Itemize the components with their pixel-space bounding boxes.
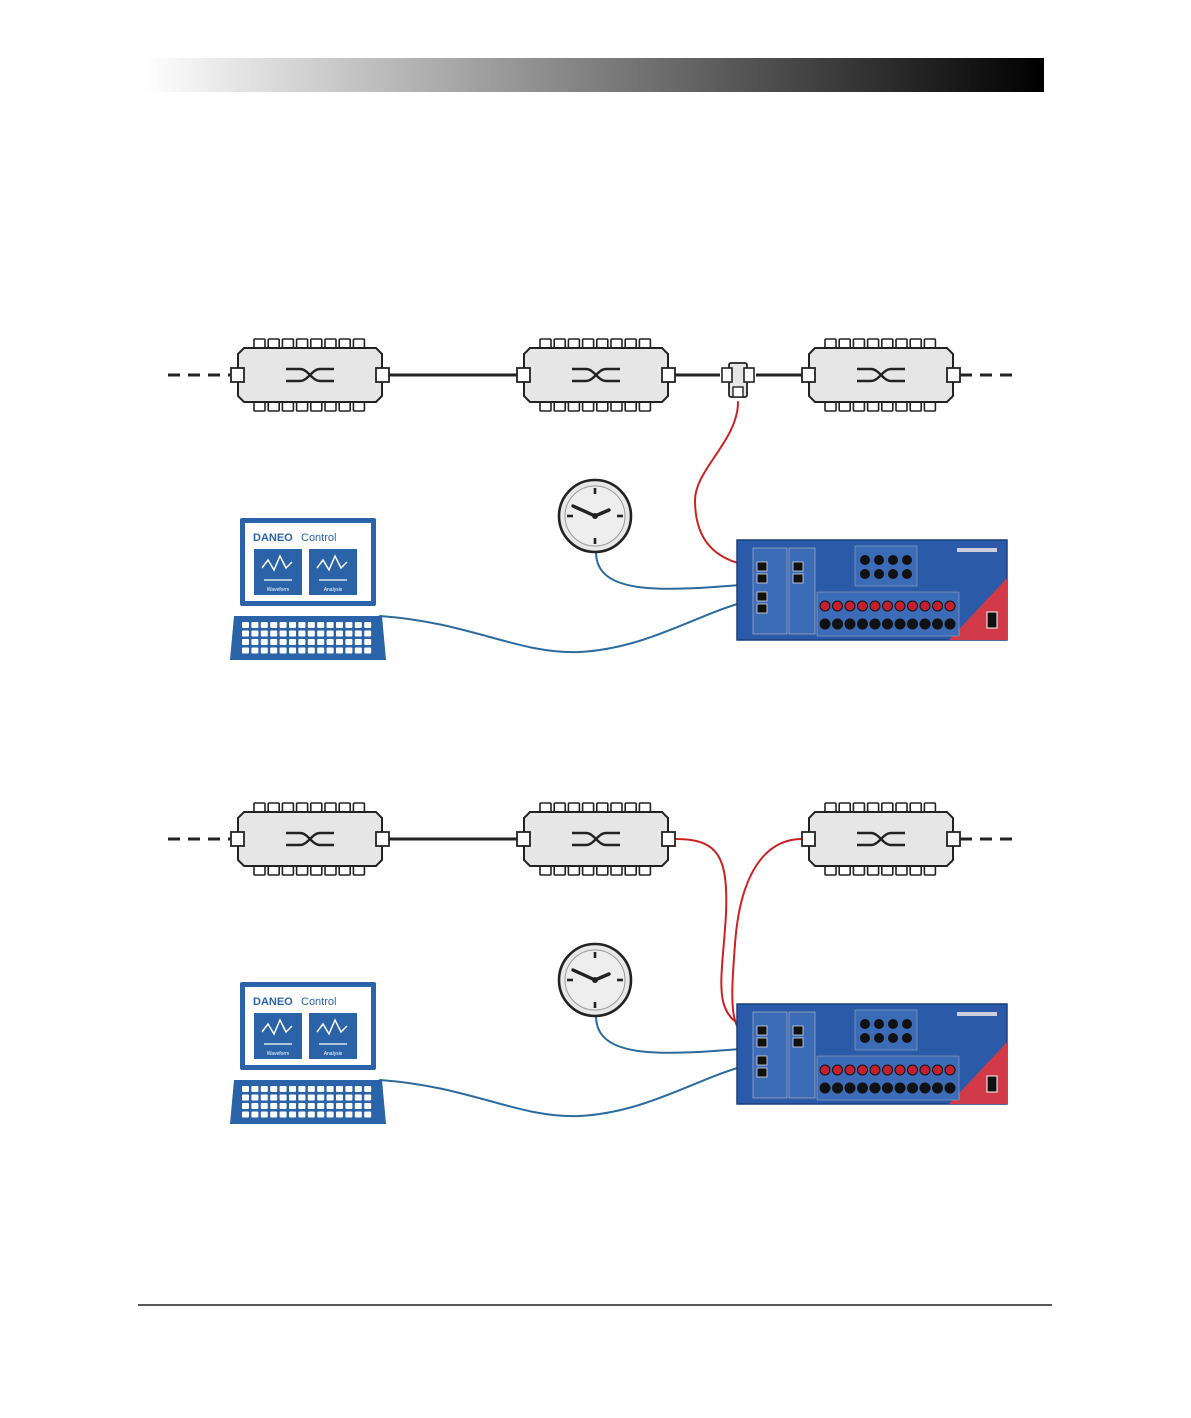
ethernet-switch-icon [517,339,675,411]
blue-cable [596,552,752,589]
clock-icon [559,944,631,1016]
ethernet-switch-icon [231,803,389,875]
rj45-port-icon [757,592,767,601]
app-tile-label: Analysis [324,587,343,593]
app-tile-label: Waveform [267,1051,290,1057]
rj45-port-icon [793,1038,803,1047]
red-cable [676,839,752,1030]
app-tile-analysis: Analysis [309,1013,357,1059]
app-tile-waveform: Waveform [254,1013,302,1059]
ethernet-switch-icon [802,803,960,875]
power-switch-icon [987,1076,997,1092]
ethernet-switch-icon [231,339,389,411]
app-tile-label: Waveform [267,587,290,593]
rj45-port-icon [757,604,767,613]
daneo-device-icon [737,1004,1007,1104]
rj45-port-icon [757,1026,767,1035]
ethernet-switch-icon [802,339,960,411]
clock-icon [559,480,631,552]
blue-cable [380,600,752,652]
rj45-port-icon [757,1068,767,1077]
blue-cable [596,1016,752,1053]
rj45-port-icon [793,574,803,583]
rj45-port-icon [757,574,767,583]
laptop-app-label: Control [301,532,336,544]
laptop-app-label: Control [301,996,336,1008]
rj45-port-icon [757,562,767,571]
app-tile-analysis: Analysis [309,549,357,595]
power-switch-icon [987,612,997,628]
ethernet-switch-icon [517,803,675,875]
app-tile-waveform: Waveform [254,549,302,595]
ethernet-tap-icon [722,363,754,397]
rj45-port-icon [793,562,803,571]
laptop-brand-label: DANEO [253,532,293,544]
daneo-device-icon [737,540,1007,640]
rj45-port-icon [757,1056,767,1065]
rj45-port-icon [757,1038,767,1047]
rj45-port-icon [793,1026,803,1035]
header-gradient-bar [144,58,1044,92]
app-tile-label: Analysis [324,1051,343,1057]
blue-cable [380,1064,752,1116]
laptop-brand-label: DANEO [253,996,293,1008]
